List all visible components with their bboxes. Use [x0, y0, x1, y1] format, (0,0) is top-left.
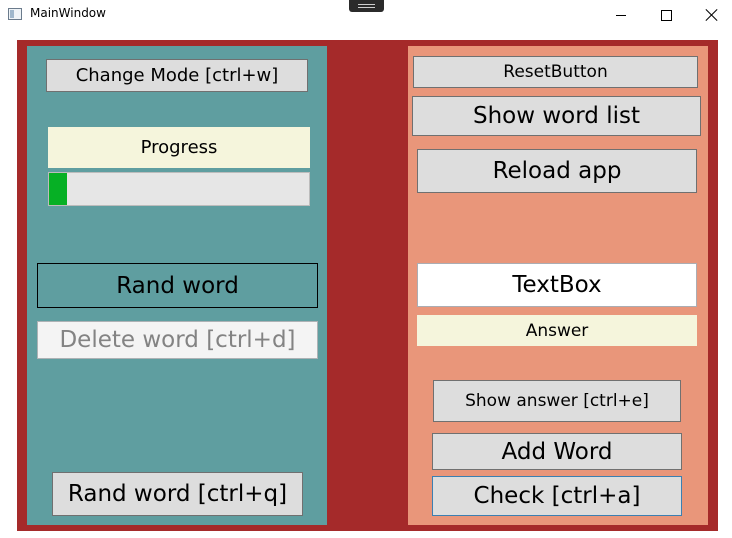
rand-word-display: Rand word: [37, 263, 318, 308]
rand-word-button[interactable]: Rand word [ctrl+q]: [52, 472, 303, 516]
window-app-icon: [8, 8, 22, 20]
close-button[interactable]: [689, 0, 732, 30]
show-word-list-button[interactable]: Show word list: [412, 96, 701, 136]
reset-button[interactable]: ResetButton: [413, 56, 698, 88]
word-textbox[interactable]: TextBox: [417, 263, 697, 307]
close-icon: [706, 9, 718, 21]
maximize-icon: [660, 9, 672, 21]
progress-bar-fill: [49, 173, 68, 205]
answer-label: Answer: [417, 315, 697, 346]
show-answer-button[interactable]: Show answer [ctrl+e]: [433, 380, 681, 422]
change-mode-button[interactable]: Change Mode [ctrl+w]: [46, 59, 308, 92]
check-button[interactable]: Check [ctrl+a]: [432, 476, 682, 516]
delete-word-button[interactable]: Delete word [ctrl+d]: [37, 321, 318, 359]
window-title: MainWindow: [30, 6, 106, 20]
minimize-icon: [616, 14, 626, 16]
maximize-button[interactable]: [643, 0, 689, 30]
minimize-button[interactable]: [598, 0, 644, 30]
reload-app-button[interactable]: Reload app: [417, 149, 697, 193]
progress-label: Progress: [48, 127, 310, 168]
add-word-button[interactable]: Add Word: [432, 433, 682, 470]
progress-bar: [48, 172, 310, 206]
drag-grip-icon[interactable]: [349, 0, 384, 12]
